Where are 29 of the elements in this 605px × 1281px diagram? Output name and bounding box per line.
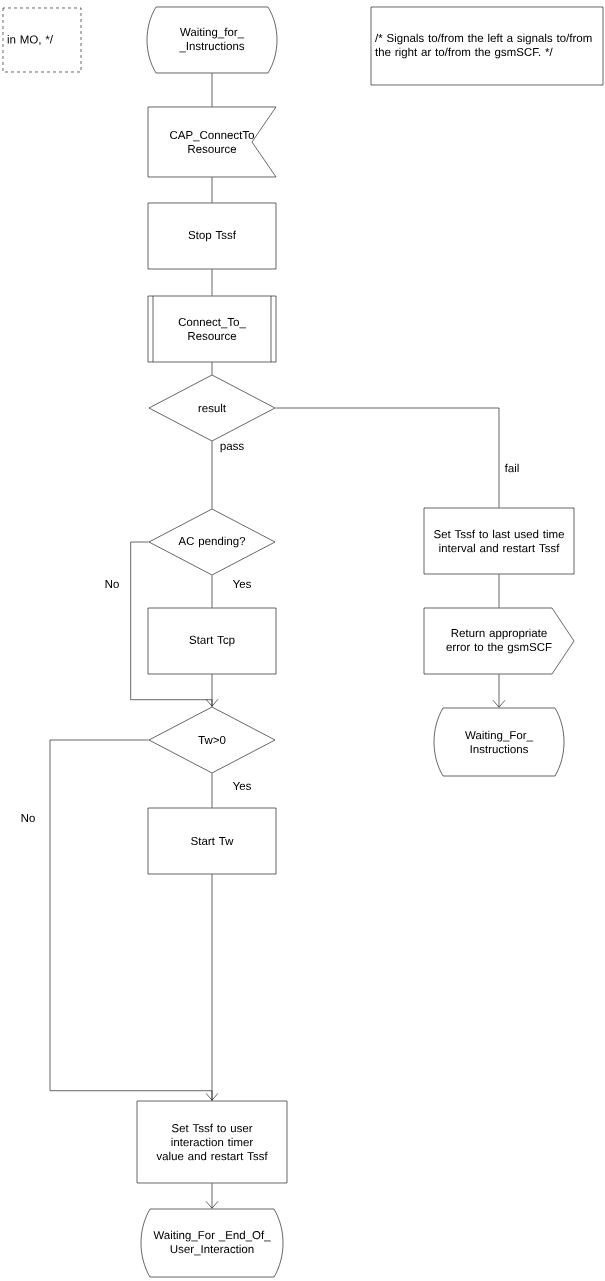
arrow — [492, 674, 506, 708]
connector-line — [211, 674, 213, 707]
task-box: Set Tssf to last used time interval and restart Tssf — [423, 507, 575, 575]
procedure-call-box: Connect_To_ Resource — [147, 295, 277, 363]
edge-label: fail — [503, 462, 521, 474]
edge-label: pass — [218, 442, 246, 454]
edge-label: Yes — [231, 579, 253, 589]
task-box: Set Tssf to user interaction timer value and restart Tssf — [136, 1100, 288, 1184]
connector-line — [498, 574, 500, 608]
connector-line — [211, 362, 213, 375]
task-box: Stop Tssf — [147, 202, 277, 270]
edge-label: No — [19, 813, 37, 823]
connector-line — [211, 874, 213, 1101]
connector-line — [211, 441, 213, 509]
edge-label: Yes — [231, 781, 253, 791]
arrow — [49, 739, 219, 1101]
arrow — [205, 1183, 219, 1209]
task-box: Start Tcp — [147, 607, 277, 675]
connector-line — [211, 177, 213, 203]
edge-label: No — [103, 579, 121, 589]
arrow — [130, 541, 219, 707]
connector-line — [211, 73, 213, 107]
connector-line — [275, 407, 500, 508]
comment-note: in MO, */ — [2, 7, 82, 73]
connector-line — [211, 269, 213, 296]
task-box: Start Tw — [147, 807, 277, 875]
connector-line — [211, 575, 213, 608]
comment-box: /* Signals to/from the left a signals to/from the right ar to/from the gsmSCF. */ — [370, 6, 604, 86]
connector-line — [211, 773, 213, 808]
